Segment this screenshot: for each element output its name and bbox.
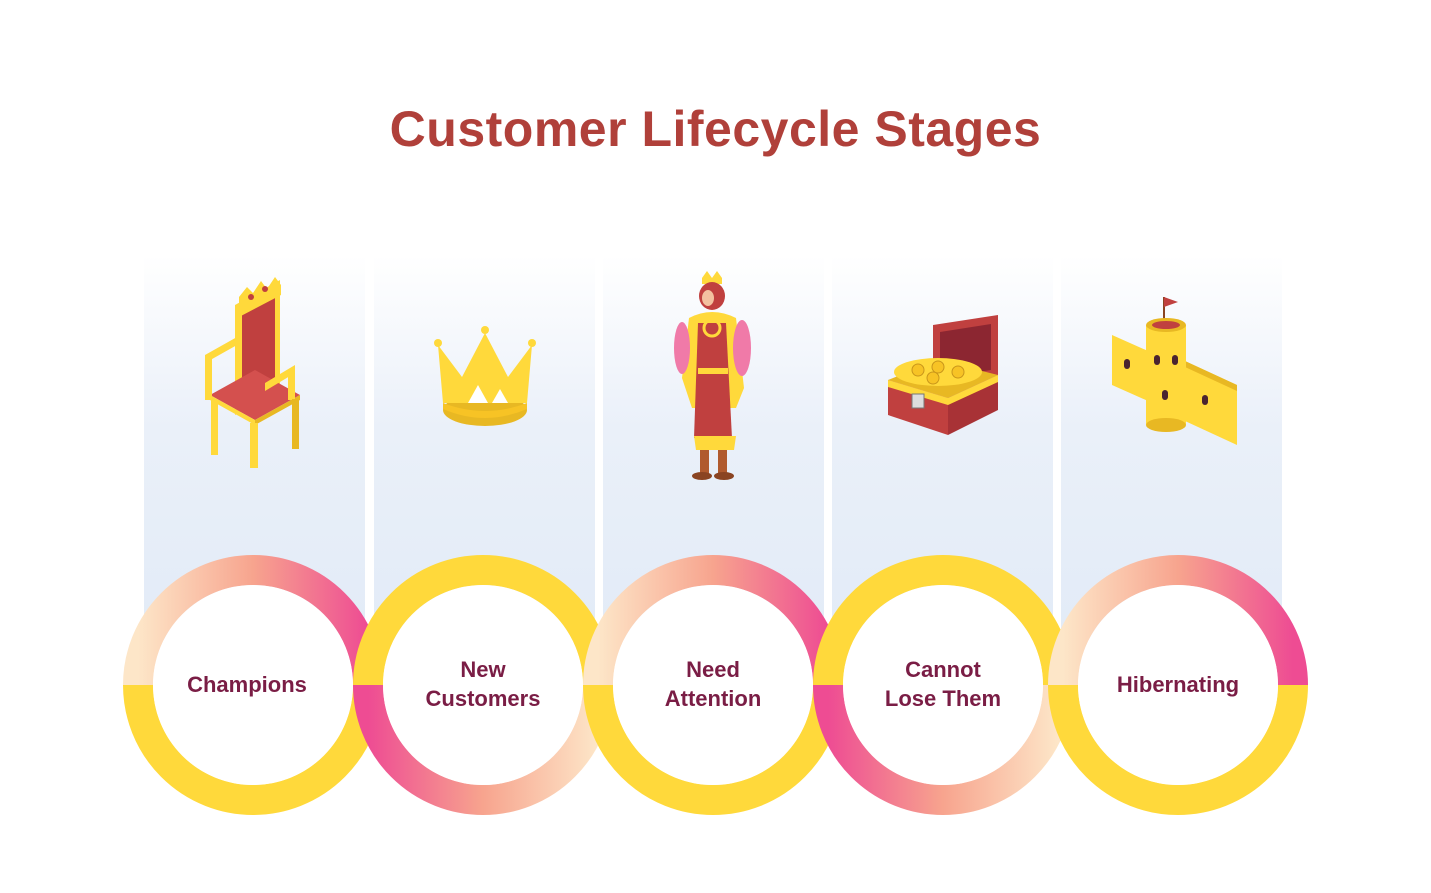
stage-label-new-customers: New Customers: [425, 657, 541, 711]
stage-ring-new-customers: [353, 555, 613, 815]
stage-label-champions: Champions: [187, 671, 307, 697]
stage-ring-champions: [123, 555, 383, 815]
stage-ring-hibernating: [1048, 555, 1308, 815]
treasure-chest-icon: [832, 255, 1053, 495]
crown-icon: [374, 255, 595, 495]
page-title: Customer Lifecycle Stages: [389, 101, 1042, 157]
stage-label-need-attention: Need Attention: [664, 657, 762, 711]
king-icon: [603, 255, 824, 495]
stage-label-hibernating: Hibernating: [1116, 671, 1240, 697]
throne-icon: [144, 255, 365, 495]
stage-label-cannot-lose-them: Cannot Lose Them: [884, 657, 1002, 711]
stage-ring-cannot-lose-them: [813, 555, 1073, 815]
stage-ring-need-attention: [583, 555, 843, 815]
castle-icon: [1061, 255, 1282, 495]
